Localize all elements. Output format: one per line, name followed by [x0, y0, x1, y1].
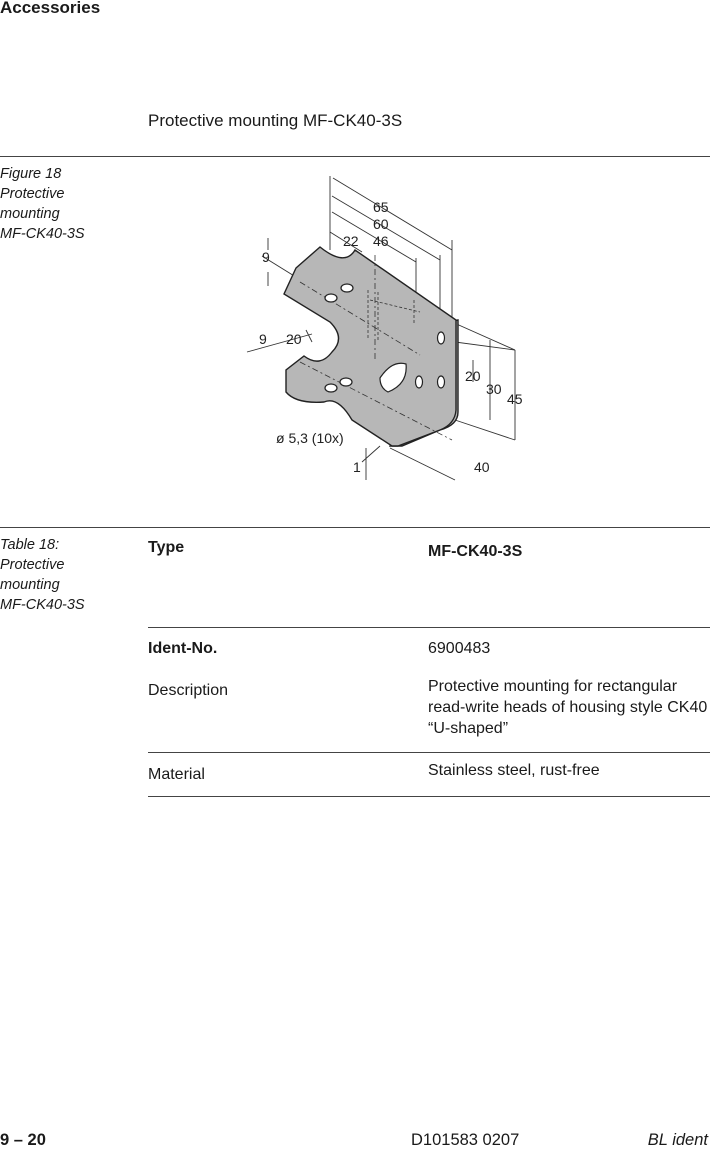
- header-title: Accessories: [0, 0, 101, 17]
- figure-caption-line: Figure 18: [0, 166, 62, 182]
- dimension-60-label: 60: [373, 216, 389, 232]
- type-label: Type: [148, 539, 185, 556]
- dimension-20-label: 20: [465, 368, 481, 384]
- dimension-40-label: 40: [474, 459, 490, 475]
- table-row-rule: [148, 627, 710, 628]
- dimension-65-label: 65: [373, 199, 389, 215]
- hole-diameter-label: ø 5,3 (10x): [276, 430, 344, 446]
- figure-caption-line: MF-CK40-3S: [0, 226, 85, 242]
- dimension-20-label: 20: [286, 331, 302, 347]
- mounting-bracket-drawing: 65 60 46 22 9 9 20 20 30 45 40 1 ø 5,3 (…: [246, 176, 523, 481]
- table-bottom-rule: [148, 796, 710, 797]
- dimension-30-label: 30: [486, 381, 502, 397]
- type-value: MF-CK40-3S: [428, 543, 523, 560]
- material-value: Stainless steel, rust-free: [428, 762, 600, 779]
- dimension-46-label: 46: [373, 233, 389, 249]
- table-top-rule: [0, 527, 710, 528]
- table-caption-line: MF-CK40-3S: [0, 597, 85, 613]
- table-row-rule: [148, 752, 710, 753]
- figure-caption-line: mounting: [0, 206, 60, 222]
- figure-caption: Figure 18 Protective mounting MF-CK40-3S: [0, 164, 120, 244]
- table-caption-line: Protective: [0, 557, 65, 573]
- dimension-9-label: 9: [262, 249, 270, 265]
- dimension-9-label: 9: [259, 331, 267, 347]
- center-lines: [299, 255, 453, 441]
- figure-top-rule: [0, 156, 710, 157]
- dimension-22-label: 22: [343, 233, 359, 249]
- document-number: D101583 0207: [411, 1131, 520, 1149]
- table-caption: Table 18: Protective mounting MF-CK40-3S: [0, 535, 120, 615]
- page-number: 9 – 20: [0, 1131, 46, 1149]
- section-title: Protective mounting MF-CK40-3S: [148, 111, 403, 130]
- description-value: Protective mounting for rectangular read…: [428, 678, 708, 737]
- bracket-body: [283, 246, 459, 447]
- dimension-1-label: 1: [353, 459, 361, 475]
- product-name: BL ident: [647, 1131, 708, 1149]
- hidden-lines: [367, 290, 421, 340]
- figure-caption-line: Protective: [0, 186, 65, 202]
- description-label: Description: [148, 682, 229, 699]
- ident-label: Ident-No.: [148, 640, 218, 657]
- dimension-45-label: 45: [507, 391, 523, 407]
- ident-value: 6900483: [428, 640, 491, 657]
- mounting-holes: [324, 283, 446, 393]
- dimension-lines: [246, 176, 516, 481]
- table-caption-line: mounting: [0, 577, 60, 593]
- table-caption-line: Table 18:: [0, 537, 60, 553]
- material-label: Material: [148, 766, 205, 783]
